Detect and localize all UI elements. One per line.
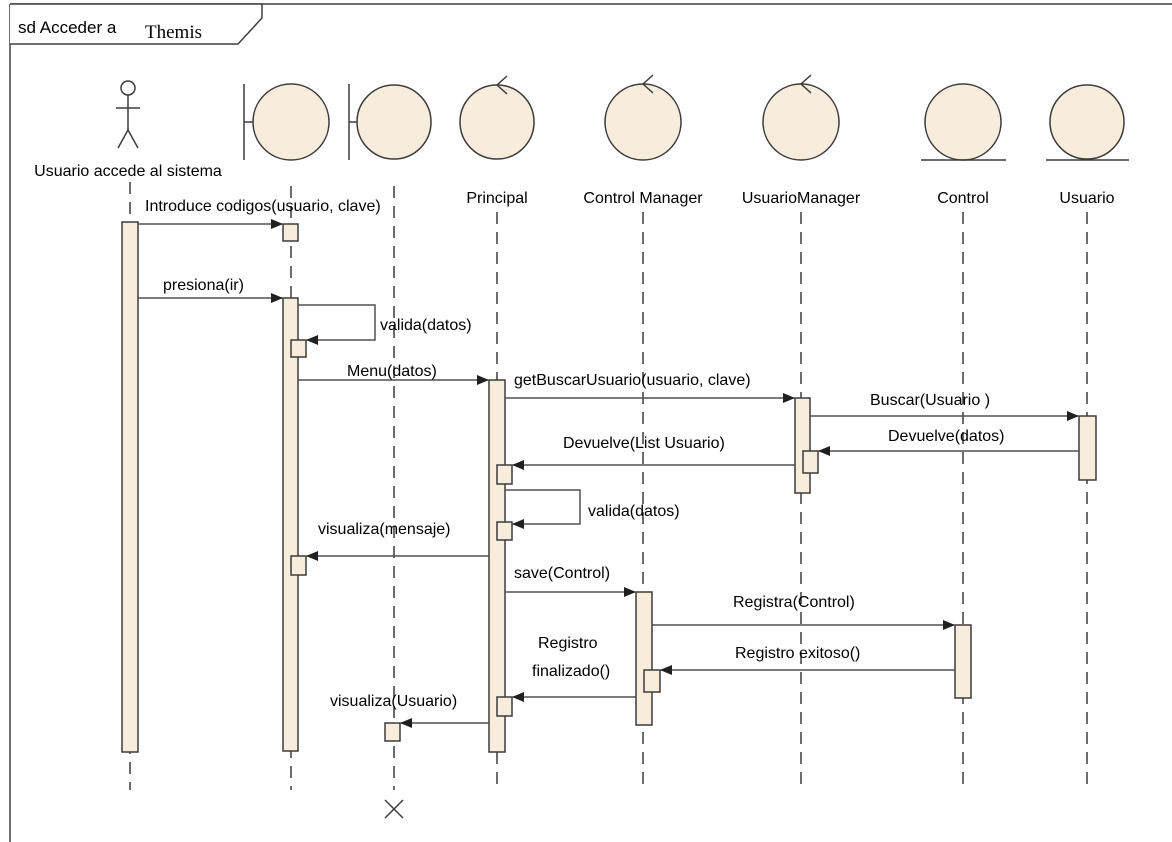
- activation-b1-4: [290, 555, 307, 576]
- message-label: Registro exitoso(): [735, 645, 860, 662]
- message-label: save(Control): [514, 565, 610, 582]
- activation-actor: [121, 221, 139, 753]
- frame-label-tab: [10, 3, 263, 45]
- activation-usuariomanager: [794, 397, 811, 494]
- actor-icon: [116, 80, 140, 149]
- activation-b2: [384, 722, 401, 742]
- message-label: Devuelve(datos): [888, 428, 1005, 445]
- participant-label-usuario: Usuario: [1059, 190, 1114, 207]
- participant-label-controlmanager: Control Manager: [583, 190, 703, 207]
- control-icon: [459, 75, 535, 160]
- message-arrow-valida-principal: [505, 489, 581, 529]
- participant-label-usuariomanager: UsuarioManager: [742, 190, 861, 207]
- message-label: valida(datos): [588, 503, 680, 520]
- control-icon: [762, 74, 840, 161]
- activation-b1-2: [282, 297, 299, 752]
- control-icon: [604, 74, 682, 161]
- boundary-icon: [243, 83, 330, 161]
- message-label: Menu(datos): [347, 363, 437, 380]
- frame-title: Themis: [145, 22, 202, 43]
- message-arrow-valida-b1: [298, 304, 376, 345]
- message-label: presiona(ir): [163, 277, 244, 294]
- entity-icon: [1046, 84, 1129, 161]
- message-label: visualiza(mensaje): [318, 521, 451, 538]
- boundary-icon: [348, 84, 432, 160]
- activation-control: [954, 624, 972, 699]
- diagram-frame: sd Acceder a Themis: [9, 3, 1172, 842]
- message-label: valida(datos): [380, 317, 472, 334]
- participant-label-control: Control: [937, 190, 989, 207]
- frame-prefix: sd Acceder a: [18, 18, 117, 37]
- entity-icon: [921, 83, 1006, 161]
- message-label: Devuelve(List Usuario): [563, 435, 725, 452]
- activation-principal-2: [496, 464, 513, 485]
- message-label-line2: finalizado(): [532, 663, 610, 680]
- activation-principal: [488, 379, 506, 753]
- activation-usuariomanager-2: [802, 450, 819, 474]
- message-label: Buscar(Usuario ): [870, 392, 990, 409]
- destroy-mark: [384, 799, 404, 819]
- activation-controlmanager: [635, 591, 653, 726]
- participant-label-principal: Principal: [466, 190, 527, 207]
- activation-usuario: [1078, 415, 1097, 481]
- activation-principal-4: [496, 696, 513, 717]
- message-label: getBuscarUsuario(usuario, clave): [514, 372, 751, 389]
- message-label-line1: Registro: [538, 635, 598, 652]
- message-label: Registra(Control): [733, 594, 855, 611]
- message-label: Introduce codigos(usuario, clave): [145, 198, 381, 215]
- activation-b1-3: [290, 339, 307, 358]
- activation-principal-3: [496, 521, 513, 541]
- activation-b1-1: [282, 223, 299, 242]
- message-label: visualiza(Usuario): [330, 693, 457, 710]
- participant-label-actor: Usuario accede al sistema: [34, 163, 222, 180]
- activation-controlmanager-2: [643, 669, 661, 693]
